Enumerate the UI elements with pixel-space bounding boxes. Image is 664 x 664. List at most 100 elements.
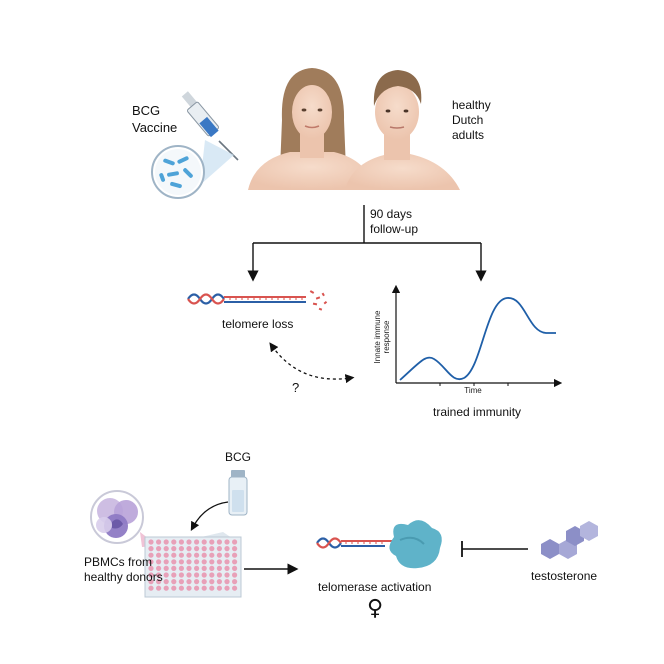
plate-well (209, 579, 215, 585)
plate-well (201, 579, 207, 585)
plate-well (156, 579, 162, 585)
plate-well (171, 585, 177, 591)
graph-ylabel-line2: response (382, 320, 391, 353)
plate-well (171, 579, 177, 585)
plate-well (216, 559, 222, 565)
plate-well (232, 579, 238, 585)
plate-well (163, 539, 169, 545)
cohort-label-line2: Dutch (452, 113, 484, 127)
trained-immunity-graph: Innate immune response Time (373, 284, 563, 395)
plate-well (201, 552, 207, 558)
plate-well (232, 552, 238, 558)
plate-well (156, 552, 162, 558)
plate-well (148, 565, 154, 572)
syringe-icon (181, 91, 239, 161)
question-mark-label: ? (292, 380, 300, 395)
plate-well (224, 559, 230, 565)
plate-well (171, 546, 177, 552)
man-portrait-icon (345, 70, 460, 190)
plate-well (194, 559, 200, 565)
plate-well (224, 572, 230, 578)
plate-well (178, 546, 184, 552)
plate-well (171, 552, 177, 558)
plate-well (163, 559, 169, 565)
plate-well (232, 572, 238, 578)
plate-well (216, 552, 222, 558)
plate-well (148, 579, 154, 585)
plate-well (216, 572, 222, 578)
plate-well (156, 572, 162, 578)
testosterone-label: testosterone (531, 569, 598, 583)
well-plate-icon (144, 532, 242, 598)
followup-branch-arrows (247, 205, 487, 282)
plate-well (148, 539, 154, 545)
plate-well (178, 552, 184, 558)
plate-well (148, 585, 154, 591)
pbmc-cells-icon (90, 490, 158, 547)
plate-well (163, 579, 169, 585)
plate-well (194, 572, 200, 578)
plate-well (224, 552, 230, 558)
plate-well (194, 579, 200, 585)
plate-well (156, 559, 162, 565)
plate-well (163, 585, 169, 591)
plate-well (156, 539, 162, 545)
plate-well (224, 579, 230, 585)
plate-well (186, 559, 192, 565)
plate-well (148, 552, 154, 558)
plate-well (178, 579, 184, 585)
plate-well (171, 539, 177, 545)
plate-well (194, 539, 200, 545)
plate-well (186, 565, 192, 572)
plate-well (201, 585, 207, 591)
vaccine-label-line2: Vaccine (132, 120, 178, 135)
testosterone-molecule-icon (541, 521, 598, 559)
cohort-label-line3: adults (452, 128, 485, 142)
telomere-loss-label: telomere loss (222, 317, 294, 331)
plate-well (201, 539, 207, 545)
plate-well (178, 559, 184, 565)
inhibition-line (461, 541, 528, 557)
plate-well (163, 565, 169, 572)
plate-well (163, 552, 169, 558)
plate-well (194, 565, 200, 572)
pbmc-label-line1: PBMCs from (84, 555, 153, 569)
plate-well (232, 539, 238, 545)
plate-well (232, 559, 238, 565)
graph-ylabel-line1: Innate immune (373, 310, 382, 363)
plate-well (201, 546, 207, 552)
telomerase-dna-icon (316, 537, 400, 549)
plate-well (201, 565, 207, 572)
followup-label-line2: follow-up (370, 222, 419, 236)
plate-well (209, 552, 215, 558)
plate-well (178, 565, 184, 572)
plate-well (186, 546, 192, 552)
plate-well (156, 546, 162, 552)
plate-well (209, 539, 215, 545)
plate-well (232, 585, 238, 591)
woman-portrait-icon (248, 68, 375, 190)
trained-immunity-label: trained immunity (433, 405, 522, 419)
plate-well (186, 552, 192, 558)
plate-well (194, 546, 200, 552)
bcg-vial-label: BCG (225, 450, 252, 464)
plate-well (224, 539, 230, 545)
plate-well (224, 585, 230, 591)
plate-well (163, 546, 169, 552)
plate-well (148, 546, 154, 552)
female-symbol-icon: ♀ (367, 596, 384, 621)
plate-well (216, 579, 222, 585)
plate-well (224, 565, 230, 572)
followup-label-line1: 90 days (370, 207, 413, 221)
plate-well (209, 546, 215, 552)
plate-well (163, 572, 169, 578)
plate-well (186, 579, 192, 585)
telomerase-activation-label: telomerase activation (318, 580, 432, 594)
plate-well (178, 572, 184, 578)
bcg-vial-icon (228, 470, 248, 516)
telomere-dna-icon (187, 290, 328, 311)
plate-well (232, 565, 238, 572)
plate-well (148, 559, 154, 565)
plate-well (216, 539, 222, 545)
